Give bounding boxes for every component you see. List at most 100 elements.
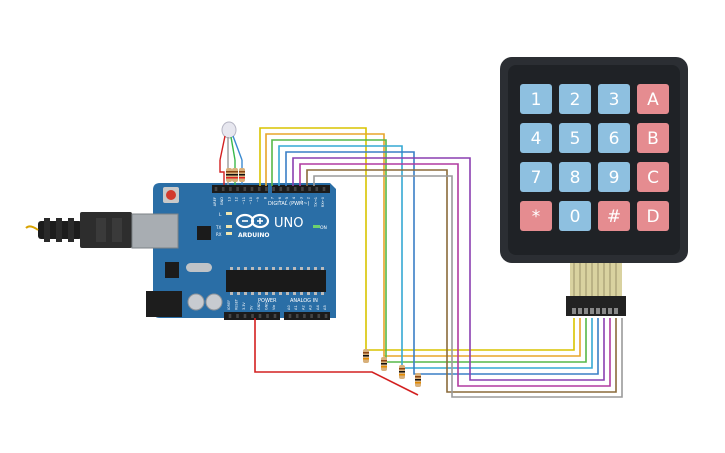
keypad-key-label: 3 <box>609 90 620 110</box>
keypad-key-D[interactable]: D <box>637 201 669 231</box>
top-pin-label: ~5 <box>285 197 289 202</box>
usb-jack <box>131 213 179 249</box>
keypad-key-A[interactable]: A <box>637 84 669 114</box>
top-pin-label: GND <box>220 197 224 205</box>
uno-label: UNO <box>274 216 303 231</box>
keypad-key-label: 5 <box>570 129 581 149</box>
keypad-key-B[interactable]: B <box>637 123 669 153</box>
digital-header-left <box>212 185 268 193</box>
keypad-key-label: 7 <box>531 168 542 188</box>
top-pin-label: ~11 <box>242 197 246 205</box>
keypad-key-2[interactable]: 2 <box>559 84 591 114</box>
wire-blue <box>285 151 599 375</box>
keypad-key-label: 2 <box>570 90 581 110</box>
on-label: ON <box>320 225 327 231</box>
top-pin-label: 4 <box>292 196 296 199</box>
keypad-key-3[interactable]: 3 <box>598 84 630 114</box>
brand-label: ARDUINO <box>238 232 269 239</box>
analog-pin-label: A1 <box>294 305 298 310</box>
power-pin-label: Vin <box>272 305 276 310</box>
keypad-key-label: * <box>532 207 541 227</box>
wire-grey <box>313 175 623 398</box>
keypad-key-4[interactable]: 4 <box>520 123 552 153</box>
power-pin-label: 5V <box>250 305 254 310</box>
digital-header-right <box>272 185 330 193</box>
analog-pin-label: A2 <box>301 305 305 310</box>
wire-red-ground <box>254 318 419 396</box>
power-jack <box>146 291 182 317</box>
top-pin-label: 2 <box>307 197 311 199</box>
wire-cyan <box>278 145 593 369</box>
keypad-key-#[interactable]: # <box>598 201 630 231</box>
wire-purple <box>292 157 605 381</box>
keypad-ribbon <box>566 262 626 316</box>
capacitor-1 <box>187 293 205 311</box>
power-pin-label: GND <box>265 302 269 310</box>
digital-label: DIGITAL (PWM~) <box>268 201 310 207</box>
top-pin-label: RX←0 <box>321 196 325 207</box>
keypad-key-C[interactable]: C <box>637 162 669 192</box>
keypad-key-label: 8 <box>570 168 581 188</box>
wire-yellow <box>259 127 575 351</box>
analog-pin-label: A5 <box>323 305 327 310</box>
crystal <box>186 263 212 272</box>
analog-pin-label: A0 <box>287 305 291 310</box>
keypad-key-8[interactable]: 8 <box>559 162 591 192</box>
power-pin-label: GND <box>257 302 261 310</box>
top-pin-label: ~3 <box>299 197 303 202</box>
power-pin-label: RESET <box>235 298 239 310</box>
led-rx <box>226 232 232 235</box>
top-pin-label: 7 <box>271 197 275 199</box>
keypad-key-label: 9 <box>609 168 620 188</box>
pull-down-resistors <box>363 349 421 387</box>
power-pin-label: IOREF <box>227 300 231 310</box>
analog-label: ANALOG IN <box>290 298 318 304</box>
led-l <box>226 212 232 215</box>
keypad-key-7[interactable]: 7 <box>520 162 552 192</box>
led-resistors <box>226 168 245 182</box>
keypad-key-label: # <box>607 207 621 227</box>
keypad-key-0[interactable]: 0 <box>559 201 591 231</box>
top-pin-label: TX→1 <box>314 197 318 208</box>
top-pin-label: 12 <box>235 197 239 202</box>
led-tx-label: TX <box>215 225 221 230</box>
wire-brown <box>306 169 617 393</box>
keypad-key-label: B <box>647 129 659 149</box>
led-tx <box>226 225 232 228</box>
keypad-key-label: 4 <box>531 129 542 149</box>
keypad-key-label: 1 <box>531 90 542 110</box>
wires <box>254 127 623 398</box>
keypad-key-9[interactable]: 9 <box>598 162 630 192</box>
keypad-key-label: D <box>646 207 659 227</box>
keypad-key-*[interactable]: * <box>520 201 552 231</box>
keypad-key-6[interactable]: 6 <box>598 123 630 153</box>
analog-pin-label: A3 <box>309 305 313 310</box>
keypad-key-label: C <box>647 168 659 188</box>
keypad-key-1[interactable]: 1 <box>520 84 552 114</box>
wire-green <box>271 139 587 363</box>
power-label: POWER <box>258 298 277 304</box>
wire-magenta <box>299 163 611 387</box>
top-pin-label: 13 <box>227 197 231 202</box>
keypad-key-5[interactable]: 5 <box>559 123 591 153</box>
capacitor-2 <box>205 293 223 311</box>
wire-orange <box>265 133 581 357</box>
analog-pin-label: A4 <box>316 305 320 310</box>
top-pin-label: ~10 <box>249 196 253 204</box>
keypad-key-label: A <box>647 90 659 110</box>
regulator <box>165 262 179 278</box>
top-pin-label: ~6 <box>278 196 282 202</box>
analog-header <box>284 312 330 320</box>
arduino-logo <box>235 213 270 229</box>
led-rx-label: RX <box>216 232 222 237</box>
top-pin-label: 8 <box>263 196 267 199</box>
top-pin-label: ~9 <box>256 196 260 202</box>
keypad-key-label: 0 <box>570 207 581 227</box>
atmega-chip <box>226 270 326 292</box>
